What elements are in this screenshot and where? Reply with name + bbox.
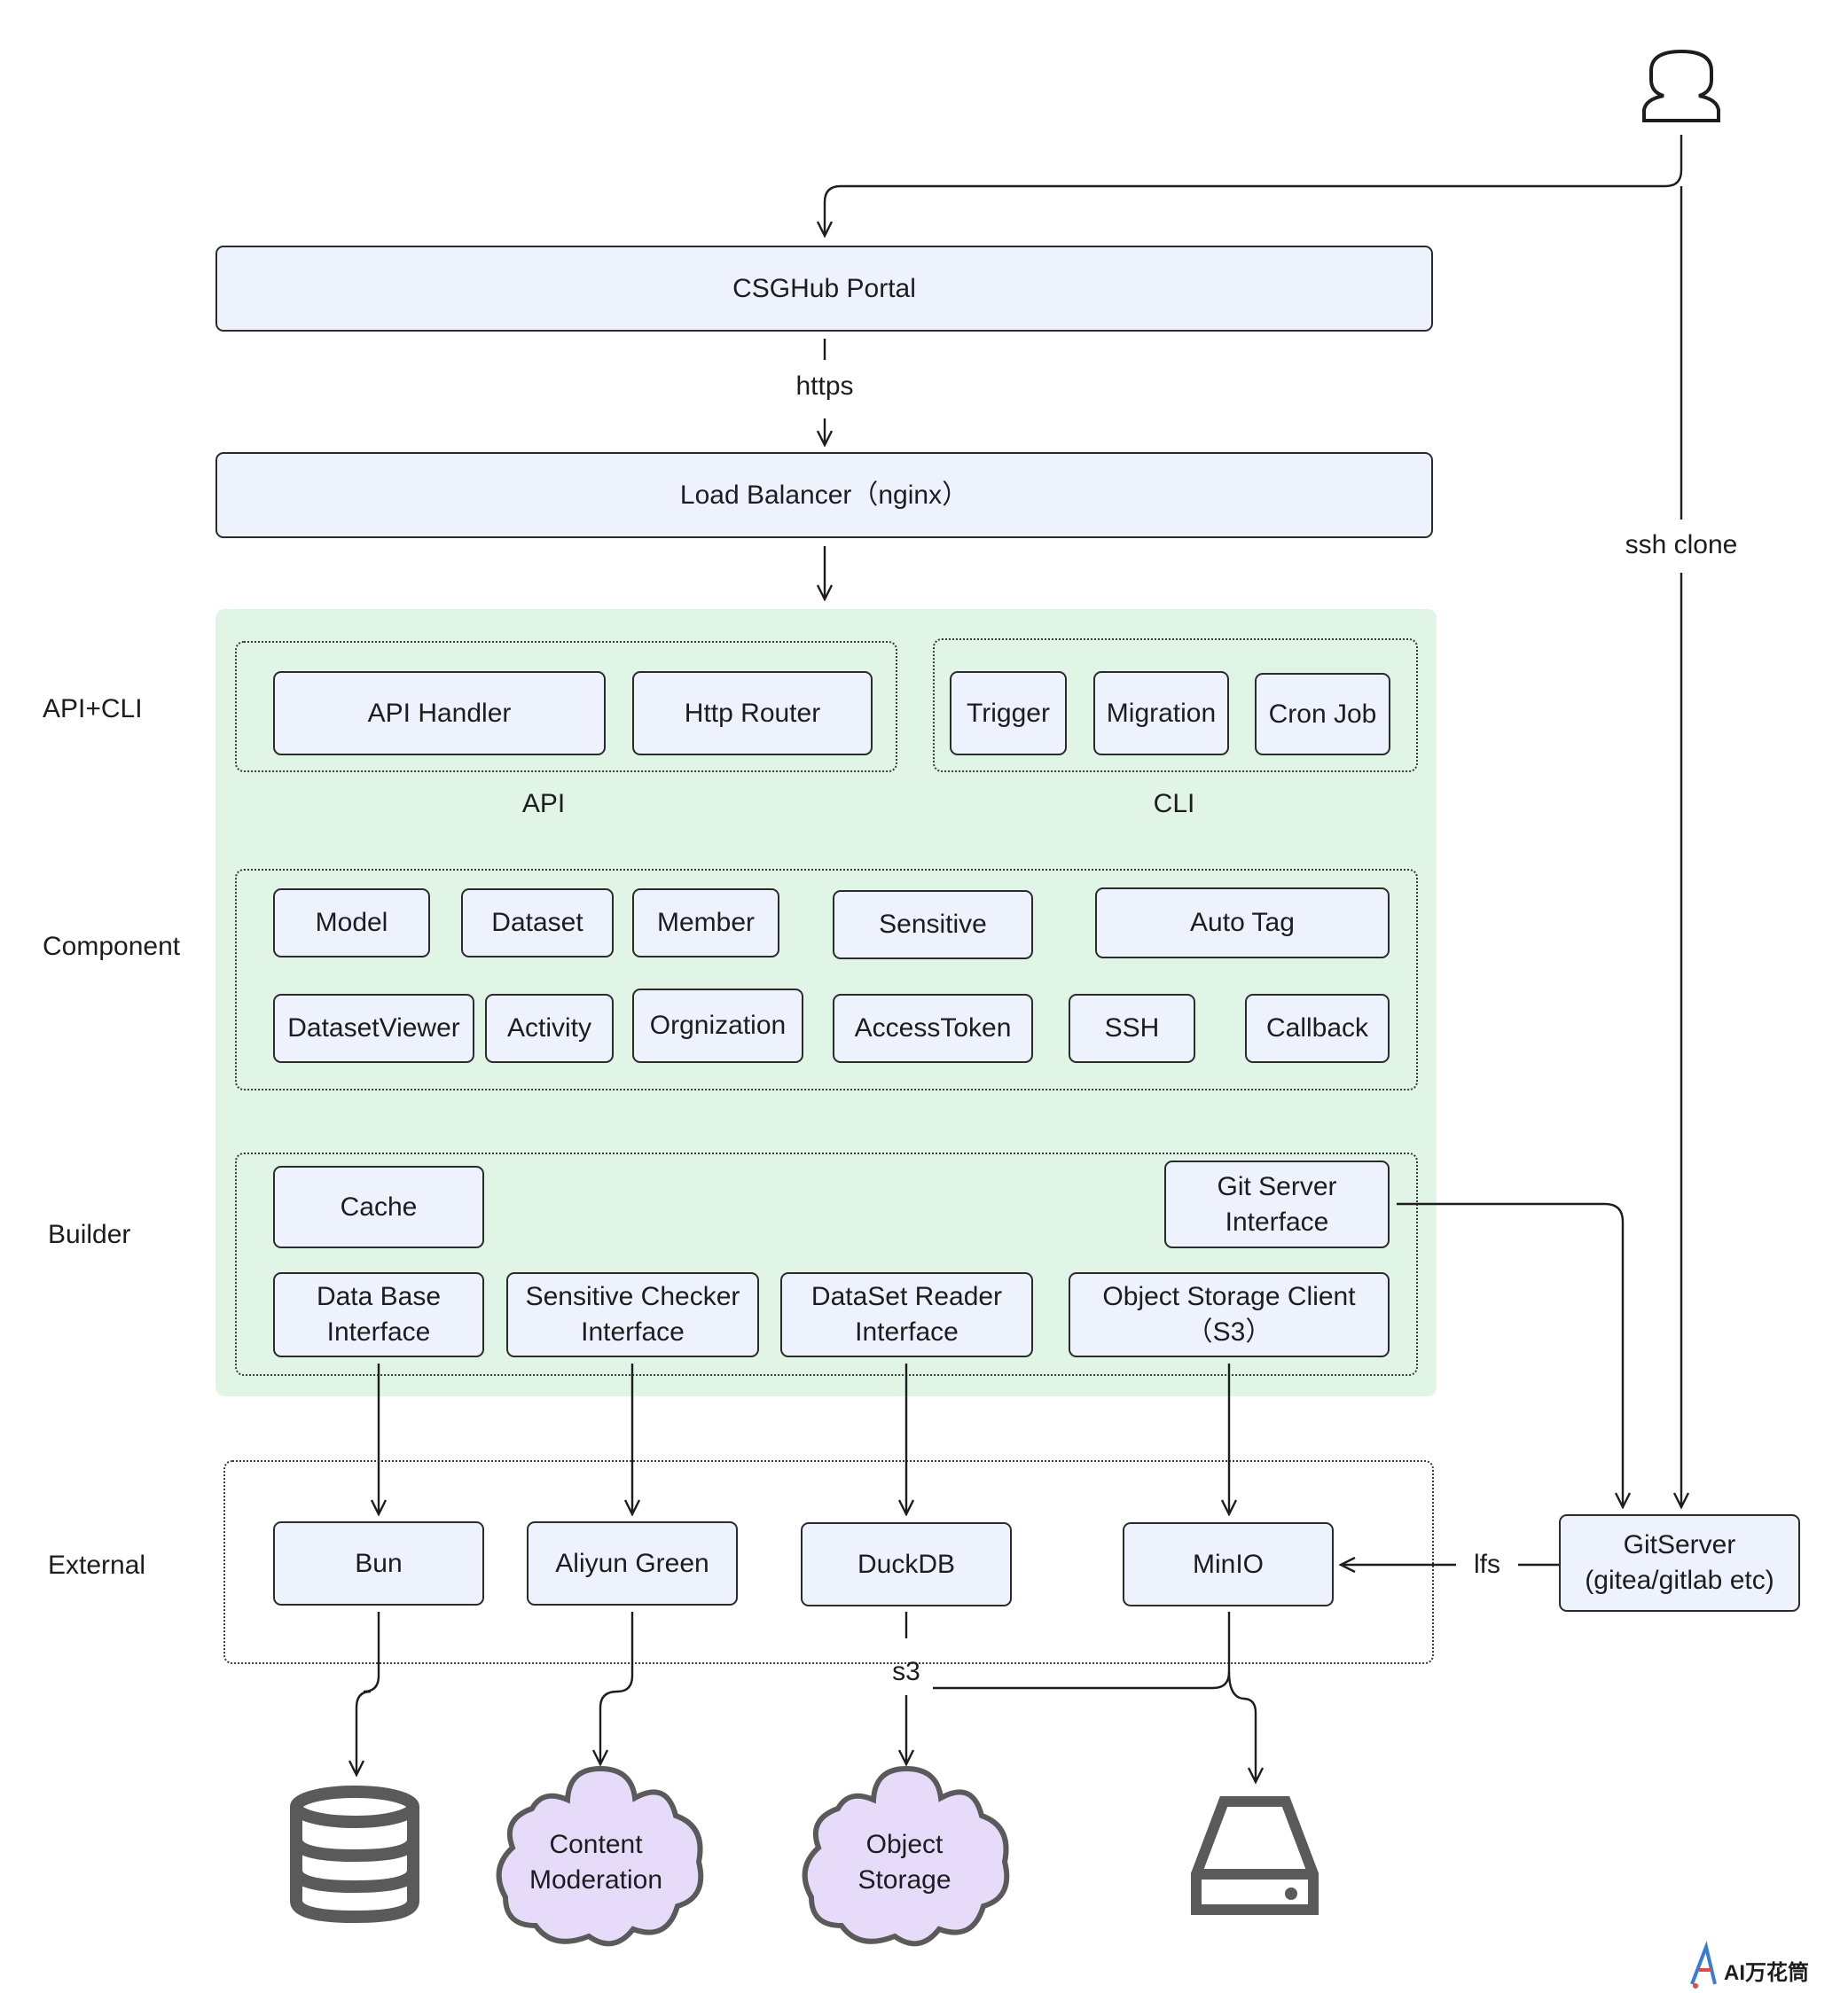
minio-to-disk-arrow xyxy=(1227,1671,1256,1782)
duckdb-box[interactable]: DuckDB xyxy=(801,1522,1012,1606)
row-label-component: Component xyxy=(43,932,181,961)
object-storage-client-box[interactable]: Object Storage Client （S3） xyxy=(1069,1272,1390,1357)
minio-to-object-storage-line xyxy=(933,1612,1231,1690)
content-moderation-cloud-icon xyxy=(496,1765,704,1947)
api-group xyxy=(235,641,897,772)
cli-group-title: CLI xyxy=(1153,789,1195,818)
row-label-builder: Builder xyxy=(48,1220,131,1249)
callback-box[interactable]: Callback xyxy=(1245,994,1390,1063)
activity-box[interactable]: Activity xyxy=(485,994,614,1063)
dataset-box[interactable]: Dataset xyxy=(461,888,614,957)
watermark-text: AI万花筒 xyxy=(1724,1961,1809,1985)
user-to-portal-arrow xyxy=(825,135,1683,236)
https-label: https xyxy=(795,371,854,401)
lfs-label: lfs xyxy=(1474,1550,1500,1579)
git-interface-to-gitserver-arrow xyxy=(1397,1202,1623,1507)
watermark-logo xyxy=(1690,1941,1717,1989)
api-group-title: API xyxy=(521,789,566,818)
migration-box[interactable]: Migration xyxy=(1093,671,1229,755)
component-group xyxy=(235,869,1418,1090)
bun-to-db-arrow xyxy=(356,1612,380,1775)
row-label-external: External xyxy=(48,1551,146,1580)
database-icon xyxy=(290,1786,419,1924)
git-server-interface-box[interactable]: Git Server Interface xyxy=(1164,1161,1390,1248)
cli-group xyxy=(933,638,1418,772)
dataset-reader-interface-box[interactable]: DataSet Reader Interface xyxy=(780,1272,1033,1357)
hard-drive-icon xyxy=(1191,1796,1319,1915)
cron-job-box[interactable]: Cron Job xyxy=(1255,673,1390,755)
access-token-box[interactable]: AccessToken xyxy=(833,994,1033,1063)
load-balancer-box[interactable]: Load Balancer（nginx） xyxy=(215,452,1433,538)
trigger-box[interactable]: Trigger xyxy=(950,671,1067,755)
builder-group xyxy=(235,1153,1418,1376)
auto-tag-box[interactable]: Auto Tag xyxy=(1095,887,1390,958)
member-box[interactable]: Member xyxy=(632,888,779,957)
csghub-portal-box[interactable]: CSGHub Portal xyxy=(215,246,1433,332)
ssh-box[interactable]: SSH xyxy=(1069,994,1195,1063)
s3-label: s3 xyxy=(892,1657,920,1686)
model-box[interactable]: Model xyxy=(273,888,430,957)
sensitive-box[interactable]: Sensitive xyxy=(833,890,1033,959)
database-interface-box[interactable]: Data Base Interface xyxy=(273,1272,484,1357)
minio-box[interactable]: MinIO xyxy=(1123,1522,1334,1606)
bun-box[interactable]: Bun xyxy=(273,1521,484,1606)
content-moderation-label: Content Moderation xyxy=(529,1830,663,1895)
external-group xyxy=(223,1460,1434,1664)
dataset-viewer-box[interactable]: DatasetViewer xyxy=(273,994,474,1063)
user-icon xyxy=(1642,49,1720,122)
organization-box[interactable]: Orgnization xyxy=(632,989,803,1063)
api-handler-box[interactable]: API Handler xyxy=(273,671,606,755)
sensitive-checker-interface-box[interactable]: Sensitive Checker Interface xyxy=(506,1272,759,1357)
gitserver-box[interactable]: GitServer (gitea/gitlab etc) xyxy=(1559,1514,1800,1612)
object-storage-label: Object Storage xyxy=(857,1830,951,1895)
aliyun-to-moderation-arrow xyxy=(600,1612,634,1764)
object-storage-cloud-icon xyxy=(802,1765,1010,1947)
ssh-clone-label: ssh clone xyxy=(1625,530,1738,559)
row-label-api-cli: API+CLI xyxy=(43,694,143,723)
cache-box[interactable]: Cache xyxy=(273,1166,484,1248)
http-router-box[interactable]: Http Router xyxy=(632,671,873,755)
aliyun-green-box[interactable]: Aliyun Green xyxy=(527,1521,738,1606)
